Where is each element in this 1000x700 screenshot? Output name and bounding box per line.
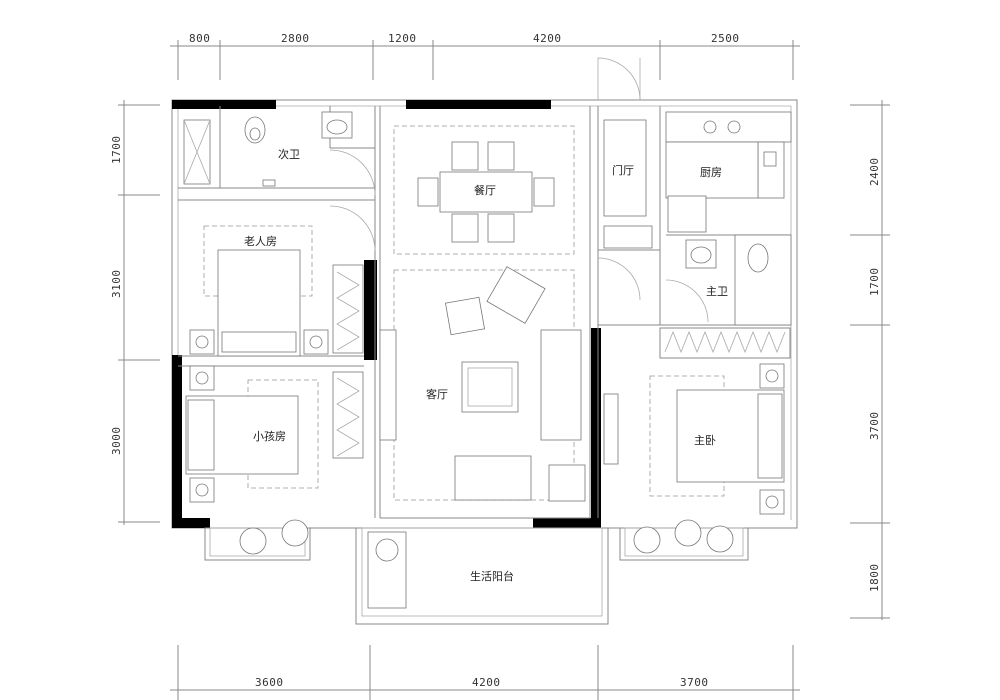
label-living: 客厅 xyxy=(426,387,448,401)
left-dimension-line xyxy=(118,100,160,525)
dim-top-3: 1200 xyxy=(388,32,417,45)
child-room-furniture xyxy=(185,365,364,503)
label-foyer: 门厅 xyxy=(612,163,634,177)
balconies xyxy=(204,519,749,625)
label-kitchen: 厨房 xyxy=(700,166,722,179)
dim-bottom-2: 4200 xyxy=(472,676,501,689)
dim-top-1: 800 xyxy=(189,32,210,45)
label-secondary-bath: 次卫 xyxy=(278,147,300,161)
dim-right-4: 1800 xyxy=(868,564,881,593)
master-bedroom-furniture xyxy=(603,327,791,515)
living-furniture xyxy=(379,266,586,502)
outer-walls xyxy=(171,99,798,529)
top-dimension-line xyxy=(170,40,800,80)
dim-bottom-3: 3700 xyxy=(680,676,709,689)
doors xyxy=(329,57,709,323)
elder-room-furniture xyxy=(189,225,364,357)
label-balcony: 生活阳台 xyxy=(470,569,514,583)
dining-furniture xyxy=(393,125,575,255)
dim-top-5: 2500 xyxy=(711,32,740,45)
label-master-bath: 主卫 xyxy=(706,285,728,298)
label-master-bedroom: 主卧 xyxy=(694,434,716,447)
dim-left-1: 1700 xyxy=(110,136,123,165)
right-dimension-line xyxy=(850,100,890,620)
dim-right-3: 3700 xyxy=(868,412,881,441)
dim-left-2: 3100 xyxy=(110,270,123,299)
dim-right-2: 1700 xyxy=(868,268,881,297)
dim-bottom-1: 3600 xyxy=(255,676,284,689)
bottom-dimension-line xyxy=(170,645,800,700)
kitchen-furniture xyxy=(603,111,792,249)
master-bath-fixtures xyxy=(685,234,792,326)
dim-right-1: 2400 xyxy=(868,158,881,187)
dim-top-2: 2800 xyxy=(281,32,310,45)
label-dining: 餐厅 xyxy=(474,183,496,197)
secondary-bath-fixtures xyxy=(183,111,353,187)
label-child-room: 小孩房 xyxy=(253,430,286,443)
dim-left-3: 3000 xyxy=(110,427,123,456)
label-elder-room: 老人房 xyxy=(244,235,277,248)
dim-top-4: 4200 xyxy=(533,32,562,45)
